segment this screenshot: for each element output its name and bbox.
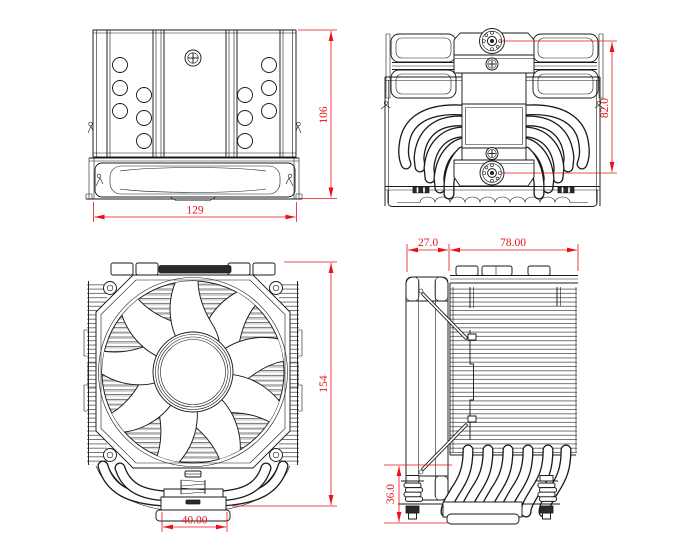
top-cap-dark bbox=[158, 265, 232, 274]
dim-height-label: 154 bbox=[318, 375, 330, 393]
dim-width-label: 129 bbox=[186, 205, 204, 217]
center-screw-icon bbox=[184, 49, 202, 67]
dim-base-width: 40.00 bbox=[161, 512, 228, 532]
fin-stack-side bbox=[449, 283, 577, 456]
dim-body-depth: 78.00 bbox=[450, 237, 579, 271]
fan-hub bbox=[152, 331, 234, 413]
dim-base-height: 36.0 bbox=[384, 464, 452, 524]
dim-width: 129 bbox=[93, 202, 297, 222]
dim-height: 154 bbox=[232, 261, 337, 507]
dim-hole-pitch-label: 82.0 bbox=[599, 98, 611, 118]
screw-small-top bbox=[485, 57, 499, 71]
fan-clip-lower bbox=[418, 423, 468, 475]
dim-fan-depth-label: 27.0 bbox=[418, 237, 438, 249]
heatpipes-front bbox=[95, 460, 291, 513]
top-plate bbox=[92, 29, 297, 158]
dim-body-depth-label: 78.00 bbox=[500, 237, 526, 249]
view-side: 27.0 78.00 36.0 bbox=[384, 237, 579, 525]
top-plate-tabs bbox=[450, 265, 578, 284]
view-top: 106 129 bbox=[85, 29, 337, 222]
retention-rail bbox=[385, 186, 600, 194]
screw-small-bottom bbox=[485, 147, 499, 160]
screw-big-bottom bbox=[479, 160, 505, 186]
dim-base-width-label: 40.00 bbox=[182, 515, 208, 527]
vent-holes bbox=[112, 57, 277, 149]
fin-scallops bbox=[387, 190, 598, 207]
fan-frame-top bbox=[85, 157, 303, 201]
top-tabs bbox=[110, 262, 276, 276]
spring-screw-front bbox=[180, 470, 206, 495]
dim-hole-pitch: 82.0 bbox=[500, 40, 617, 174]
mount-bracket-top bbox=[453, 28, 535, 105]
mount-bracket-bottom bbox=[453, 147, 535, 187]
fan-clip-upper bbox=[418, 288, 468, 340]
dim-fan-depth: 27.0 bbox=[406, 237, 450, 272]
dim-base-height-label: 36.0 bbox=[385, 484, 397, 504]
base-block bbox=[461, 103, 527, 149]
corner-screws bbox=[103, 281, 283, 462]
base-side bbox=[398, 475, 560, 525]
side-clip-hooks bbox=[87, 121, 302, 134]
view-bottom: 82.0 bbox=[380, 28, 617, 207]
dim-depth: 106 bbox=[298, 29, 337, 199]
dim-depth-label: 106 bbox=[318, 106, 330, 124]
view-front: 154 40.00 bbox=[83, 261, 337, 532]
